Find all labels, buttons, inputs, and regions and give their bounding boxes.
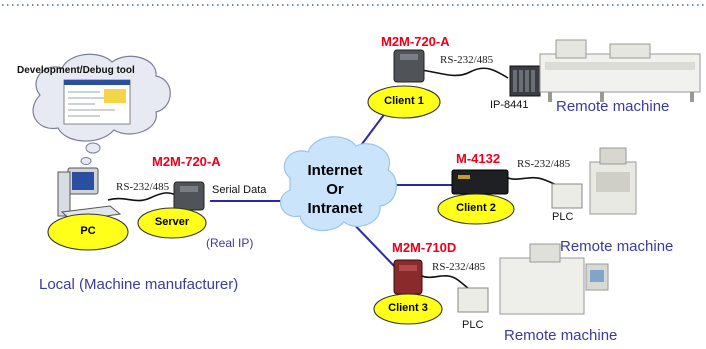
dev-tool-title: Development/Debug tool — [17, 65, 135, 76]
remote-machine-1-caption: Remote machine — [556, 98, 670, 115]
client2-link-label: RS-232/485 — [517, 158, 571, 170]
client3-device-label: PLC — [462, 319, 484, 331]
pc-icon — [57, 167, 122, 222]
server-device-icon — [173, 181, 205, 211]
client3-label: Client 3 — [388, 302, 428, 314]
client3-device-icon — [393, 259, 423, 295]
client1-model-label: M2M-720-A — [381, 34, 450, 49]
client3-ellipse — [373, 293, 443, 325]
client1-device-label: IP-8441 — [490, 99, 529, 111]
pc-label: PC — [80, 225, 96, 237]
ip8441-controller-icon — [509, 65, 541, 97]
client2-device-label: PLC — [552, 211, 574, 223]
remote-machine-2-caption: Remote machine — [560, 238, 674, 255]
internet-cloud — [279, 136, 397, 232]
client1-device-icon — [393, 49, 425, 83]
dev-tool-cloud — [32, 53, 171, 165]
pc-serial-cable — [107, 192, 179, 202]
client1-label: Client 1 — [384, 95, 424, 107]
remote-machine-2-icon — [589, 147, 637, 215]
client2-label: Client 2 — [456, 202, 496, 214]
thought-bubble-1 — [85, 142, 101, 154]
cloud-line-1: Internet — [307, 162, 363, 179]
server-ellipse — [137, 207, 207, 239]
client1-ellipse — [367, 85, 441, 119]
client1-link-label: RS-232/485 — [440, 54, 494, 66]
client1-serial-cable — [419, 67, 509, 79]
client2-ellipse — [437, 193, 515, 225]
server-model-label: M2M-720-A — [152, 154, 221, 169]
client2-plc-icon — [551, 183, 583, 209]
pc-link-label: RS-232/485 — [116, 181, 170, 193]
client3-link-label: RS-232/485 — [432, 261, 486, 273]
cloud-line-3: Intranet — [307, 200, 363, 217]
client2-device-icon — [451, 169, 509, 195]
client2-model-label: M-4132 — [456, 151, 501, 166]
client3-model-label: M2M-710D — [392, 240, 457, 255]
thought-bubble-2 — [80, 157, 92, 165]
client3-plc-icon — [457, 287, 489, 313]
real-ip-label: (Real IP) — [206, 236, 254, 250]
serial-data-label: Serial Data — [212, 184, 267, 196]
remote-machine-3-caption: Remote machine — [504, 327, 618, 344]
remote-machine-1-icon — [539, 39, 701, 102]
cloud-line-2: Or — [326, 181, 344, 198]
local-caption: Local (Machine manufacturer) — [39, 276, 239, 293]
server-label: Server — [154, 216, 190, 228]
pc-ellipse — [47, 213, 129, 251]
remote-machine-3-icon — [499, 243, 609, 315]
